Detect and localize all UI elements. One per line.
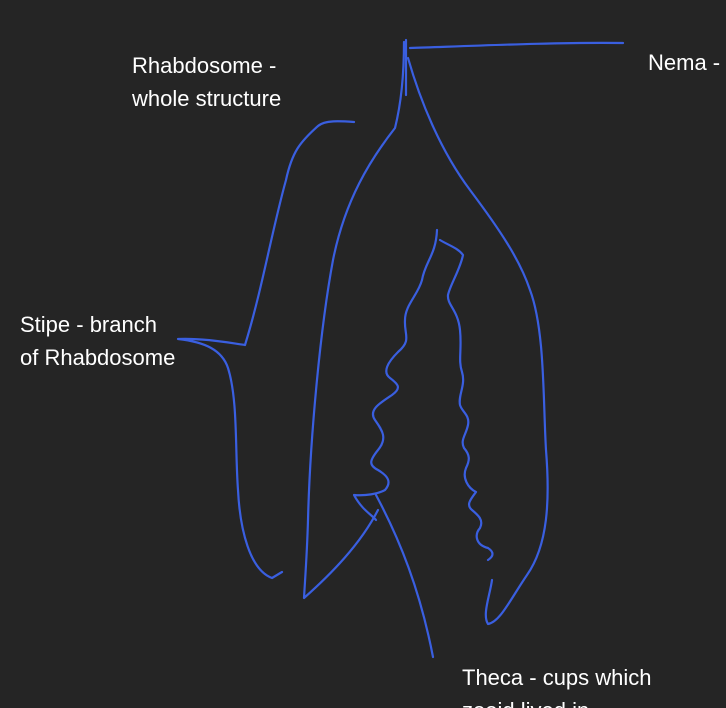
theca-label-line1: Theca - cups which: [462, 665, 652, 690]
rhabdosome-label-line2: whole structure: [132, 86, 282, 111]
nema-label-line1: Nema -: [648, 50, 721, 75]
rhabdosome-label: Rhabdosome - whole structure: [132, 49, 281, 115]
rhabdosome-outline: [302, 40, 549, 626]
nema-line: [404, 38, 625, 97]
theca-label: Theca - cups which zooid lived in: [462, 661, 652, 708]
theca-pointer: [374, 493, 435, 659]
stipe-label: Stipe - branch of Rhabdosome: [20, 308, 175, 374]
rhabdosome-label-line1: Rhabdosome -: [132, 53, 277, 78]
stipe-left-thecae: [352, 228, 439, 522]
stipe-label-line1: Stipe - branch: [20, 312, 157, 337]
stipe-label-line2: of Rhabdosome: [20, 345, 176, 370]
nema-label: Nema -: [648, 46, 720, 79]
stipe-right-thecae: [438, 238, 494, 562]
theca-label-line2: zooid lived in: [462, 694, 652, 708]
rhabdosome-bracket: [176, 120, 356, 580]
